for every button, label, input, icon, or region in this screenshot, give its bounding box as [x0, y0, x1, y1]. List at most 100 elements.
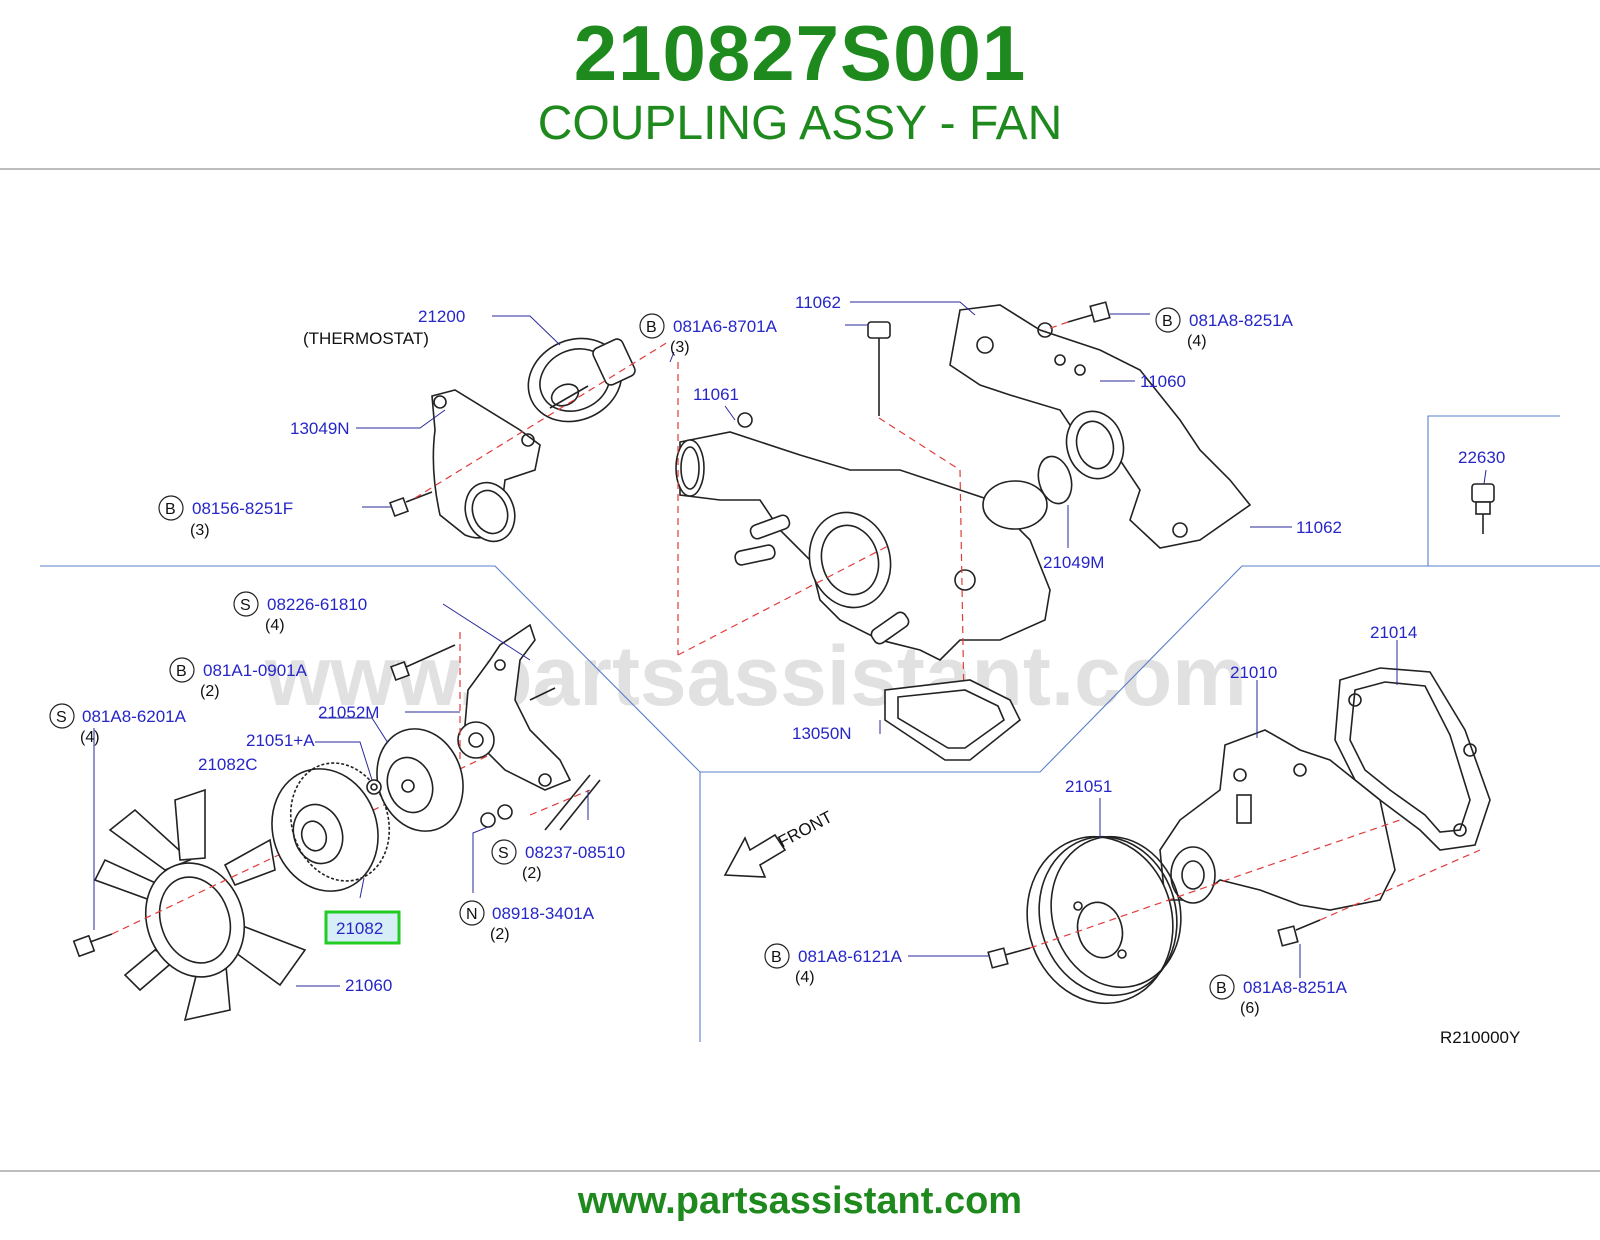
- qty-081A8-6121A: (4): [795, 969, 815, 986]
- qty-081A6: (3): [670, 339, 690, 356]
- qty-081A8-8251A-top: (4): [1187, 333, 1207, 350]
- callout-081A8-6201A[interactable]: 081A8-6201A: [82, 707, 187, 726]
- prefix-b-icon: [1209, 974, 1235, 1000]
- callout-21060[interactable]: 21060: [345, 976, 392, 995]
- diagram-code: R210000Y: [1440, 1028, 1520, 1047]
- prefix-b-icon: [169, 657, 195, 683]
- water-pump-21010-drawing[interactable]: [1159, 729, 1396, 911]
- qty-08918: (2): [490, 926, 510, 943]
- fan-blade-21060-drawing[interactable]: [93, 788, 307, 1022]
- bolt-long-drawing[interactable]: [867, 321, 891, 416]
- callout-11062-top[interactable]: 11062: [795, 293, 841, 312]
- qty-081A8-8251A-bot: (6): [1240, 1000, 1260, 1017]
- prefix-b: B: [1216, 980, 1227, 997]
- bolt-081A8-6201A-drawing[interactable]: [72, 933, 113, 958]
- prefix-n-icon: [459, 900, 485, 926]
- callout-08226-61810[interactable]: 08226-61810: [267, 595, 367, 614]
- footer-url[interactable]: www.partsassistant.com: [577, 1180, 1023, 1222]
- bolt-081A8-6121A-drawing[interactable]: [987, 947, 1031, 969]
- qty-081A1: (2): [200, 683, 220, 700]
- gasket-13050N-drawing[interactable]: [884, 679, 1022, 761]
- thermostat-housing-drawing[interactable]: [431, 389, 541, 548]
- callout-08918-3401A[interactable]: 08918-3401A: [492, 904, 595, 923]
- prefix-s: S: [240, 597, 251, 614]
- qty-08156: (3): [190, 522, 210, 539]
- callout-21082[interactable]: 21082: [336, 919, 383, 938]
- callout-21049M[interactable]: 21049M: [1043, 553, 1104, 572]
- footer-divider: [0, 1170, 1600, 1172]
- front-label: FRONT: [775, 807, 836, 851]
- qty-081A8-6201A: (4): [80, 729, 100, 746]
- prefix-s: S: [498, 845, 509, 862]
- part-title: COUPLING ASSY - FAN: [537, 97, 1063, 150]
- water-inlet-drawing[interactable]: [675, 412, 1051, 661]
- stud-08237-drawing[interactable]: [544, 774, 601, 831]
- callout-081A8-8251A-bot[interactable]: 081A8-8251A: [1243, 978, 1348, 997]
- prefix-b-icon: [764, 943, 790, 969]
- bolt-08156-drawing[interactable]: [389, 491, 433, 517]
- prefix-b-icon: [639, 313, 665, 339]
- water-pipe-11060-drawing[interactable]: [949, 304, 1252, 549]
- prefix-b-icon: [1155, 307, 1181, 333]
- assembly-line-bolt: [878, 417, 961, 471]
- callout-21051[interactable]: 21051: [1065, 777, 1112, 796]
- prefix-s-icon: [491, 839, 517, 865]
- callout-21082C[interactable]: 21082C: [198, 755, 258, 774]
- prefix-b: B: [771, 949, 782, 966]
- pulley-21051-drawing[interactable]: [1009, 820, 1198, 1020]
- callout-21051-A[interactable]: 21051+A: [246, 731, 315, 750]
- front-arrow-icon: FRONT: [723, 807, 836, 878]
- callout-21200[interactable]: 21200: [418, 307, 465, 326]
- assembly-line-pump: [1319, 849, 1481, 921]
- prefix-b: B: [176, 663, 187, 680]
- assembly-line-pipe-bolt: [1044, 321, 1069, 331]
- bracket-21052M-drawing[interactable]: [457, 623, 572, 791]
- highlight-21082[interactable]: [324, 910, 401, 945]
- bolt-081A8-8251A-bot-drawing[interactable]: [1277, 919, 1321, 947]
- part-number: 210827S001: [573, 9, 1027, 97]
- washer-08918-drawing[interactable]: [480, 804, 513, 828]
- callout-11062-right[interactable]: 11062: [1296, 518, 1342, 537]
- prefix-s-icon: [233, 591, 259, 617]
- nut-21082C-drawing[interactable]: [366, 779, 382, 795]
- callout-13050N[interactable]: 13050N: [792, 724, 852, 743]
- callout-081A8-6121A[interactable]: 081A8-6121A: [798, 947, 903, 966]
- assembly-line-thermostat: [414, 341, 669, 499]
- callout-08156-8251F[interactable]: 08156-8251F: [192, 499, 293, 518]
- bolt-081A1-0901A-drawing[interactable]: [390, 644, 456, 681]
- callout-081A8-8251A-top[interactable]: 081A8-8251A: [1189, 311, 1294, 330]
- header-divider: [0, 168, 1600, 170]
- section-line-middle: [40, 565, 1600, 773]
- assembly-line-pulley: [1029, 819, 1401, 949]
- bolt-081A8-8251A-top-drawing[interactable]: [1067, 301, 1111, 323]
- callout-08237-08510[interactable]: 08237-08510: [525, 843, 625, 862]
- prefix-b-icon: [158, 495, 184, 521]
- fan-pulley-21051A-drawing[interactable]: [364, 718, 476, 843]
- callout-22630[interactable]: 22630: [1458, 448, 1505, 467]
- callout-11060[interactable]: 11060: [1140, 372, 1186, 391]
- section-line-sensor: [1427, 415, 1560, 566]
- callout-thermostat-note: (THERMOSTAT): [303, 329, 429, 348]
- qty-08226: (4): [265, 617, 285, 634]
- callout-21052M[interactable]: 21052M: [318, 703, 379, 722]
- gasket-21014-drawing[interactable]: [1334, 667, 1491, 851]
- callout-11061[interactable]: 11061: [693, 385, 739, 404]
- callout-13049N[interactable]: 13049N: [290, 419, 350, 438]
- prefix-b: B: [1162, 313, 1173, 330]
- assembly-line-inlet: [677, 544, 891, 656]
- callout-081A6-8701A[interactable]: 081A6-8701A: [673, 317, 778, 336]
- callout-21014[interactable]: 21014: [1370, 623, 1417, 642]
- prefix-s-icon: [49, 703, 75, 729]
- sensor-22630-drawing[interactable]: [1471, 483, 1495, 534]
- callout-081A1-0901A[interactable]: 081A1-0901A: [203, 661, 308, 680]
- callout-21010[interactable]: 21010: [1230, 663, 1277, 682]
- prefix-n: N: [466, 906, 478, 923]
- header: 210827S001 COUPLING ASSY - FAN: [0, 0, 1600, 170]
- stud-08226-drawing[interactable]: [529, 687, 556, 701]
- o-ring-21049M-drawing[interactable]: [1033, 453, 1076, 508]
- prefix-b: B: [165, 501, 176, 518]
- thermostat-drawing[interactable]: [515, 323, 637, 436]
- prefix-s: S: [56, 709, 67, 726]
- watermark: www.partsassistant.com: [264, 629, 1247, 723]
